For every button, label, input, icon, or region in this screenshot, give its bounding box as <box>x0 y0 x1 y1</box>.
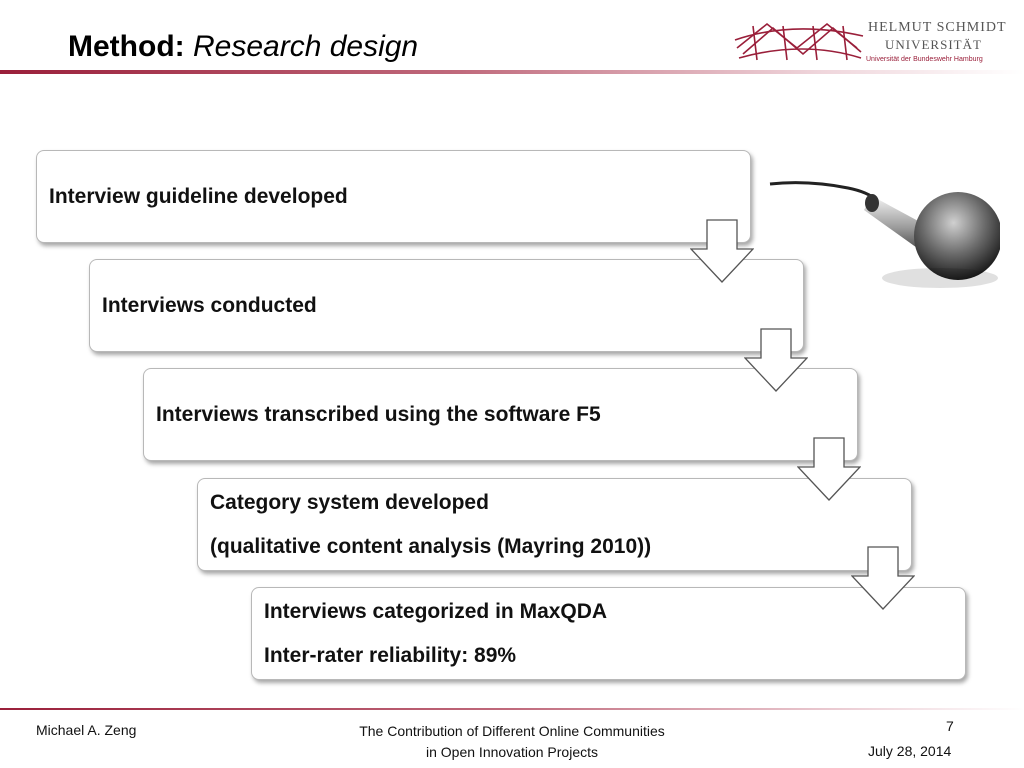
footer-title: The Contribution of Different Online Com… <box>330 721 694 763</box>
university-logo-icon <box>734 22 864 61</box>
step-5-line-2: Inter-rater reliability: 89% <box>264 643 517 667</box>
microphone-icon <box>769 181 1000 288</box>
logo-line1: HELMUT SCHMIDT <box>868 20 1007 35</box>
step-5-line-1: Interviews categorized in MaxQDA <box>264 599 608 623</box>
step-1-text: Interview guideline developed <box>49 184 348 208</box>
step-2: Interviews conducted <box>89 259 804 352</box>
footer-date: July 28, 2014 <box>868 743 952 759</box>
step-3: Interviews transcribed using the softwar… <box>143 368 858 461</box>
down-arrow-icon <box>851 546 915 610</box>
footer-title-line-1: The Contribution of Different Online Com… <box>359 723 665 739</box>
title-italic: Research design <box>192 30 419 63</box>
page-number: 7 <box>946 718 954 734</box>
footer-author: Michael A. Zeng <box>36 722 137 738</box>
down-arrow-icon <box>690 219 754 283</box>
title-bold: Method: <box>68 30 185 63</box>
down-arrow-icon <box>797 437 861 501</box>
step-4-line-2: (qualitative content analysis (Mayring 2… <box>210 534 652 558</box>
title-divider <box>0 70 1024 74</box>
footer-divider <box>0 708 1024 710</box>
step-4-line-1: Category system developed <box>210 490 489 514</box>
slide-title: Method: Research design <box>68 30 418 64</box>
down-arrow-icon <box>744 328 808 392</box>
step-1: Interview guideline developed <box>36 150 751 243</box>
step-5: Interviews categorized in MaxQDA Inter-r… <box>251 587 966 680</box>
logo-line3: Universität der Bundeswehr Hamburg <box>866 56 983 63</box>
step-3-text: Interviews transcribed using the softwar… <box>156 402 601 426</box>
logo-line2: UNIVERSITÄT <box>885 37 982 52</box>
step-2-text: Interviews conducted <box>102 293 317 317</box>
step-4: Category system developed (qualitative c… <box>197 478 912 571</box>
footer-title-line-2: in Open Innovation Projects <box>426 744 598 760</box>
